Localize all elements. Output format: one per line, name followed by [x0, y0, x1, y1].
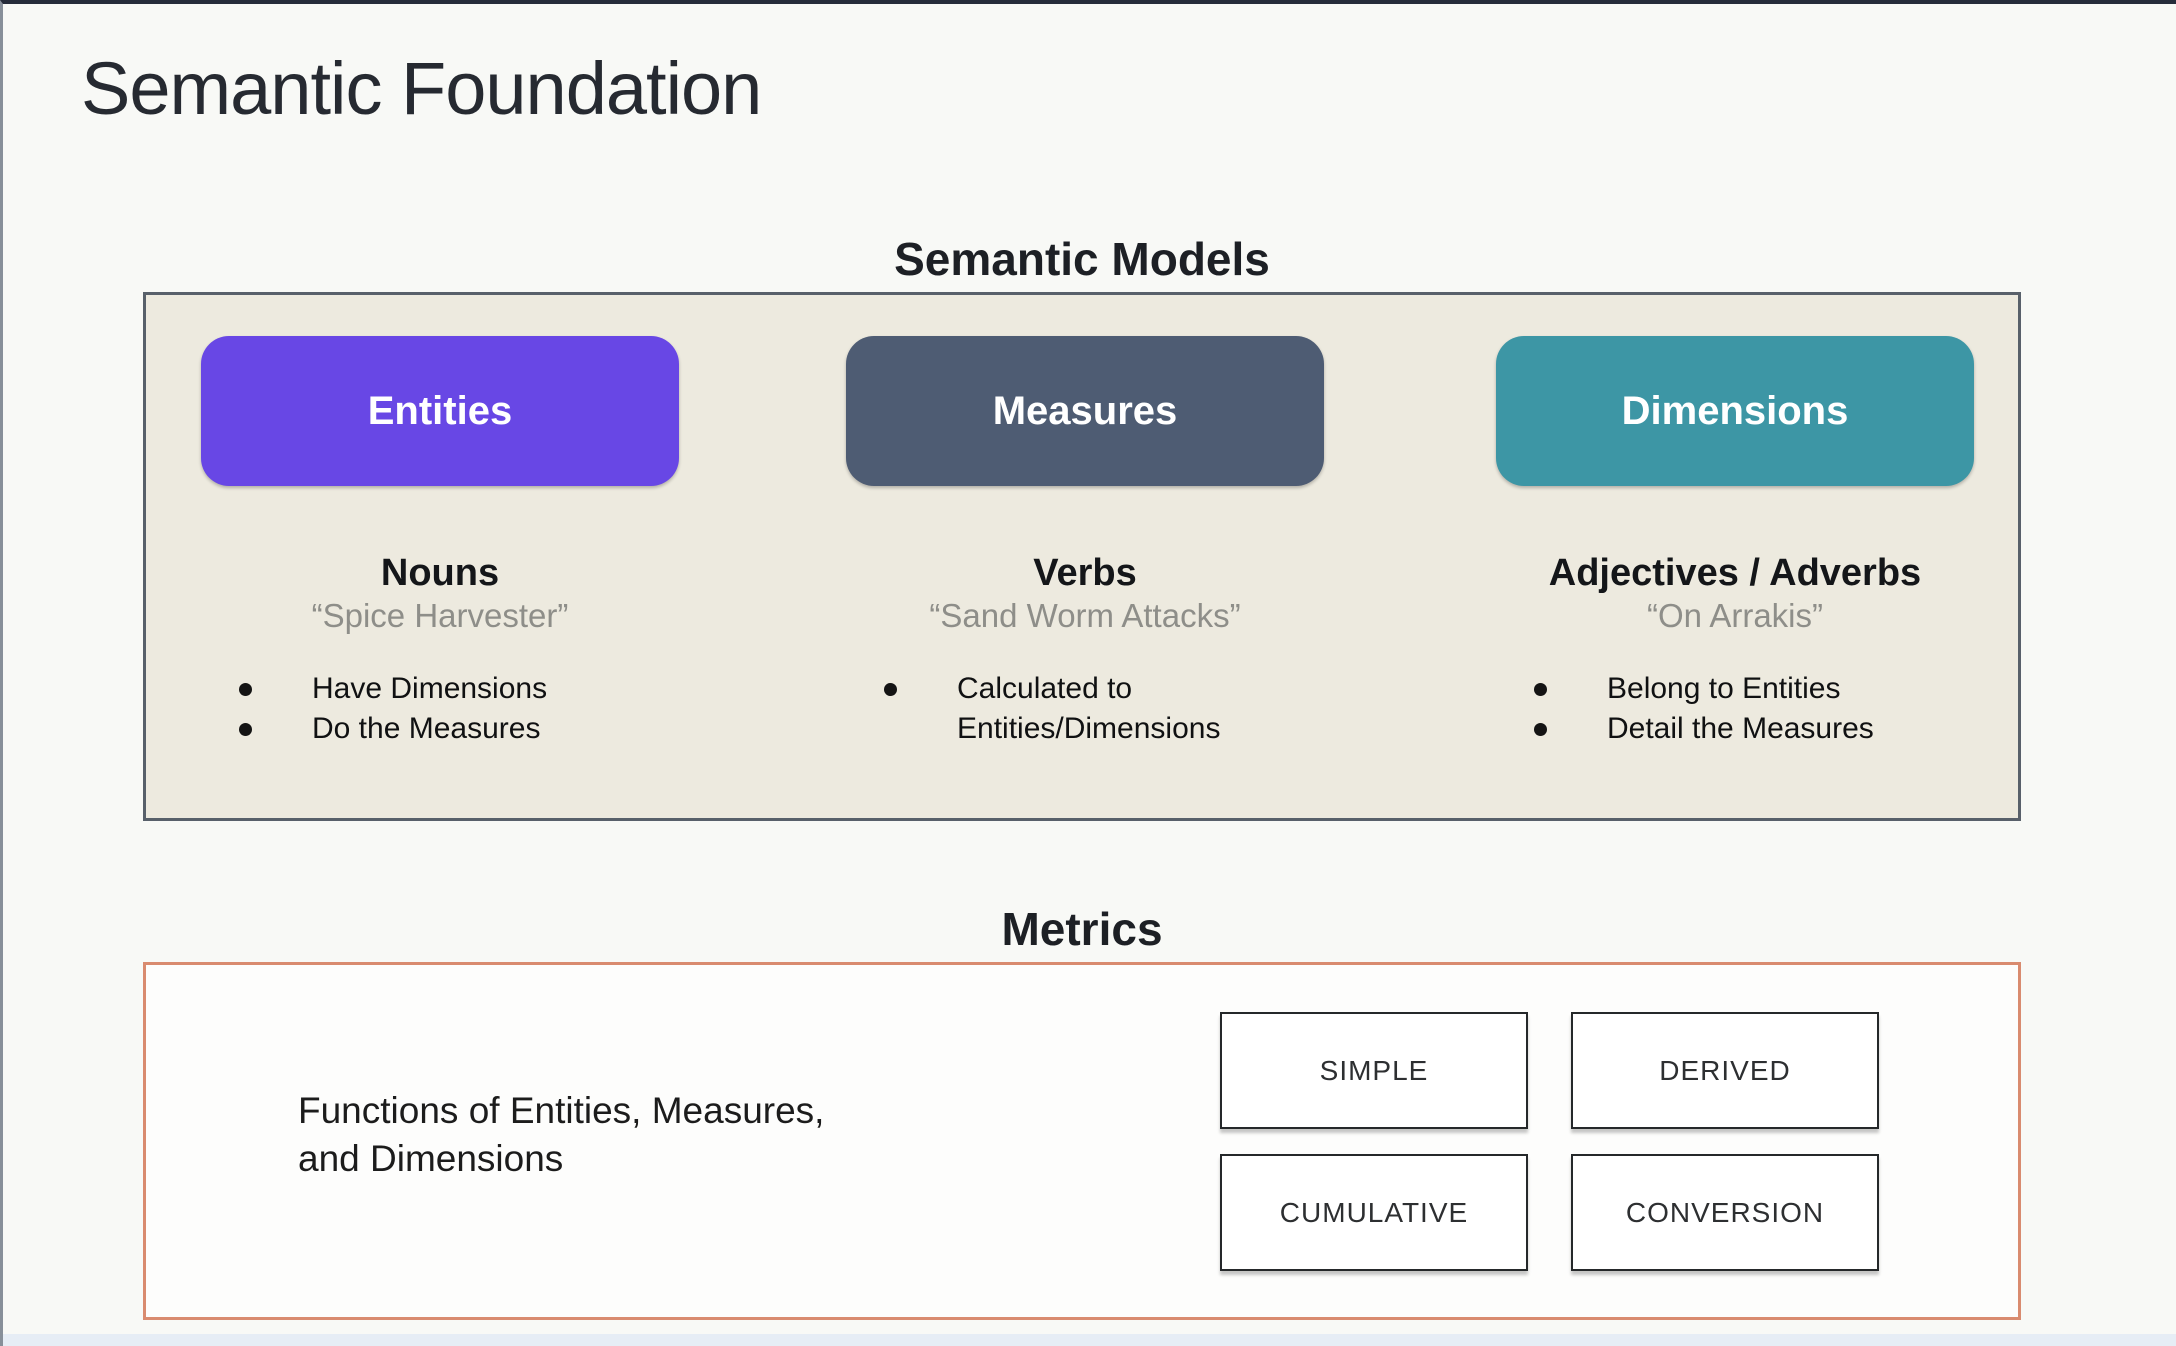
measures-column: Measures Verbs “Sand Worm Attacks” Calcu…: [846, 336, 1324, 749]
metric-type-derived: DERIVED: [1571, 1012, 1879, 1129]
metrics-description: Functions of Entities, Measures, and Dim…: [298, 1087, 824, 1183]
measures-bullet-list: Calculated to Entities/Dimensions: [846, 669, 1324, 749]
metrics-panel: Functions of Entities, Measures, and Dim…: [143, 962, 2021, 1320]
page-title: Semantic Foundation: [81, 47, 762, 130]
semantic-models-panel: Entities Nouns “Spice Harvester” Have Di…: [143, 292, 2021, 821]
metrics-heading: Metrics: [1001, 903, 1163, 955]
measures-example: “Sand Worm Attacks”: [929, 597, 1241, 634]
bullet-icon: [1534, 723, 1547, 736]
entities-bullet-list: Have Dimensions Do the Measures: [201, 669, 679, 749]
bullet-icon: [239, 723, 252, 736]
metric-type-conversion: CONVERSION: [1571, 1154, 1879, 1271]
dimensions-column: Dimensions Adjectives / Adverbs “On Arra…: [1496, 336, 1974, 749]
dimensions-bullet-list: Belong to Entities Detail the Measures: [1496, 669, 1974, 749]
metrics-description-line: Functions of Entities, Measures,: [298, 1090, 825, 1131]
measures-part-of-speech: Verbs: [1033, 552, 1137, 594]
dimensions-example: “On Arrakis”: [1646, 597, 1824, 634]
entities-example: “Spice Harvester”: [311, 597, 569, 634]
dimensions-part-of-speech: Adjectives / Adverbs: [1548, 552, 1922, 594]
bullet-icon: [239, 683, 252, 696]
entities-part-of-speech: Nouns: [380, 552, 500, 594]
entities-column: Entities Nouns “Spice Harvester” Have Di…: [201, 336, 679, 749]
bullet-icon: [884, 683, 897, 696]
metric-type-cumulative: CUMULATIVE: [1220, 1154, 1528, 1271]
list-item: Have Dimensions: [239, 669, 679, 709]
list-item: Detail the Measures: [1534, 709, 1974, 749]
semantic-models-heading: Semantic Models: [894, 233, 1270, 285]
bullet-icon: [1534, 683, 1547, 696]
metrics-description-line: and Dimensions: [298, 1138, 564, 1179]
metric-type-simple: SIMPLE: [1220, 1012, 1528, 1129]
measures-pill: Measures: [846, 336, 1324, 486]
list-item: Do the Measures: [239, 709, 679, 749]
bottom-edge-strip: [3, 1334, 2176, 1346]
entities-pill: Entities: [201, 336, 679, 486]
list-item: Belong to Entities: [1534, 669, 1974, 709]
list-item: Calculated to Entities/Dimensions: [884, 669, 1324, 749]
dimensions-pill: Dimensions: [1496, 336, 1974, 486]
